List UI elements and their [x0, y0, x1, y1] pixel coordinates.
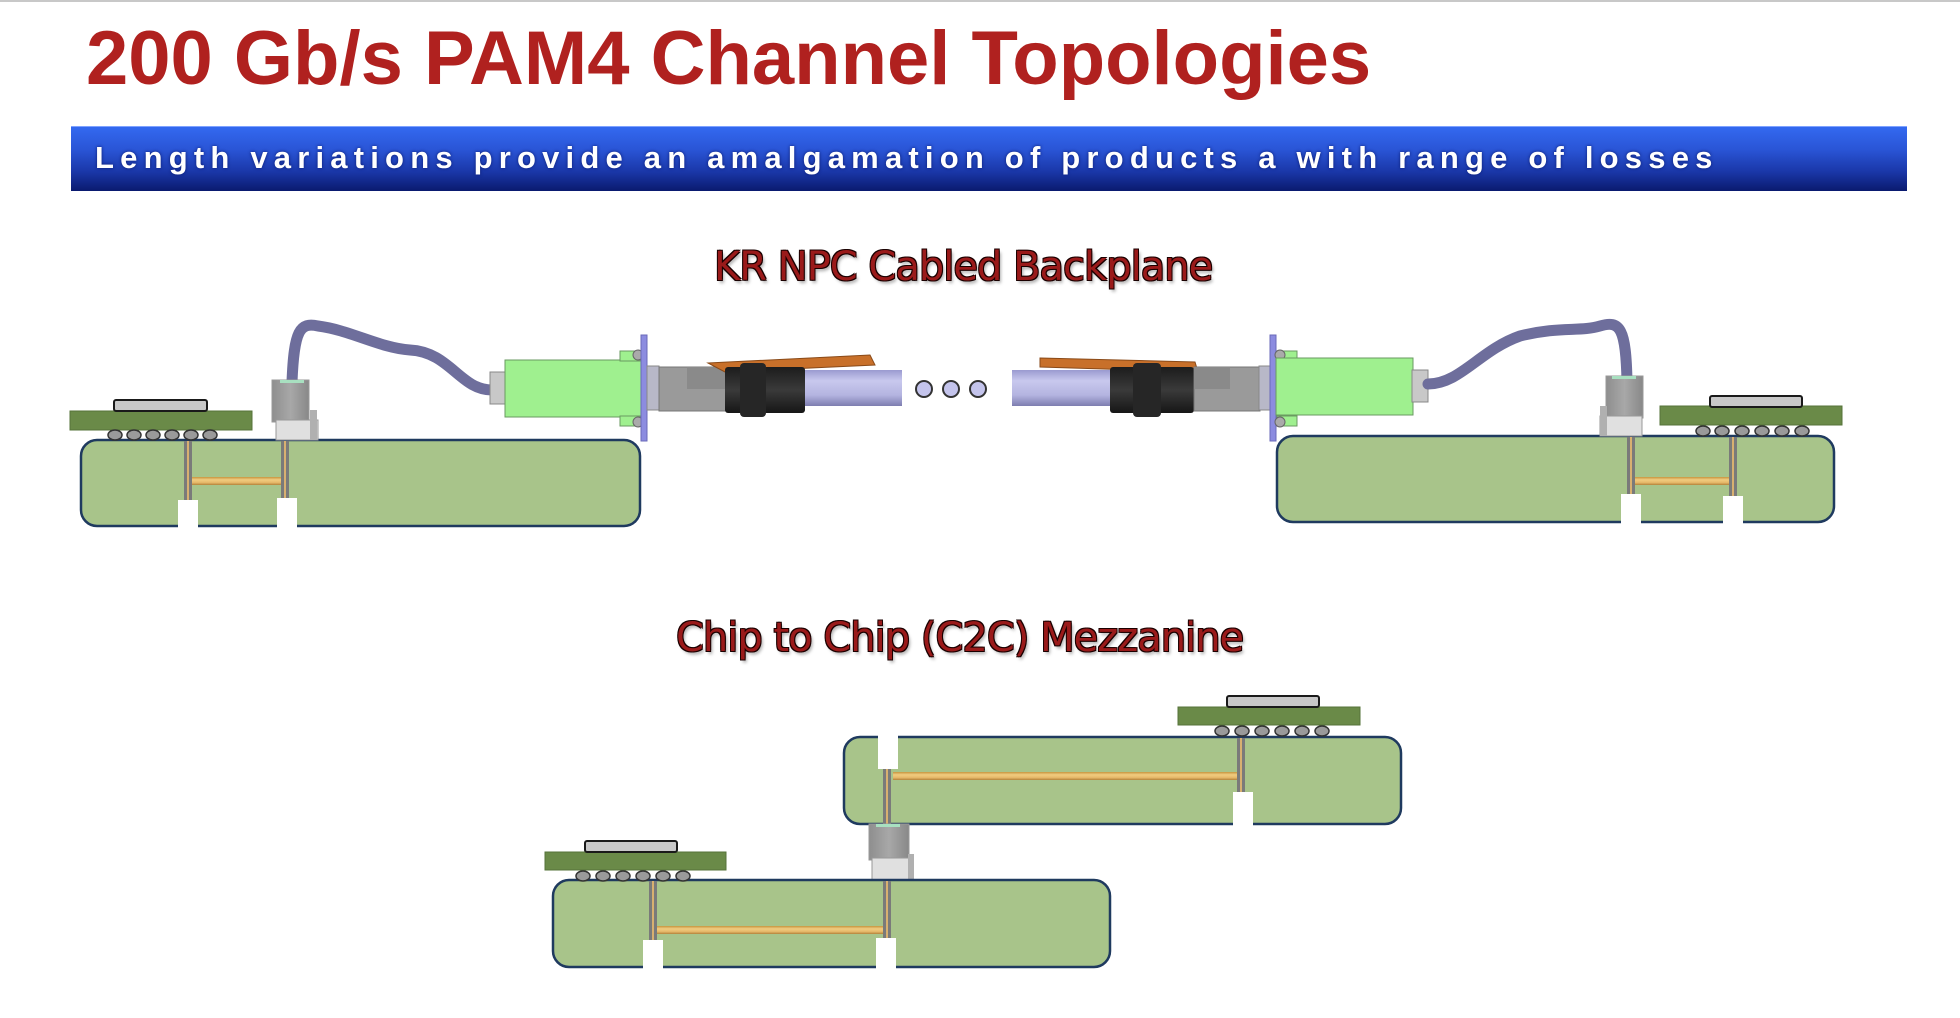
bga-package-left — [69, 410, 253, 431]
solder-ball — [675, 870, 691, 882]
solder-ball — [575, 870, 591, 882]
section-title-kr-npc: KR NPC Cabled Backplane — [714, 244, 1213, 290]
line-card-board-right — [1275, 434, 1836, 524]
solder-ball — [1234, 725, 1250, 737]
solder-ball — [635, 870, 651, 882]
backdrill-notch-left-2 — [277, 498, 297, 528]
via-core-right-2 — [1732, 437, 1734, 499]
solder-ball — [1754, 425, 1770, 437]
top-border-line — [0, 0, 1960, 2]
via-core-base-1 — [652, 881, 654, 941]
solder-ball — [164, 429, 180, 441]
solder-ball — [1294, 725, 1310, 737]
via-core-base-2 — [886, 881, 888, 939]
solder-ball — [1254, 725, 1270, 737]
solder-ball — [655, 870, 671, 882]
overmold-ring-right — [1133, 363, 1161, 417]
via-core-right-1 — [1630, 437, 1632, 497]
twinax-flyover-cable-right — [1422, 318, 1633, 390]
solder-ball — [1774, 425, 1790, 437]
line-card-board-left — [79, 438, 642, 528]
asic-chip-base — [584, 840, 678, 853]
mezzanine-board — [842, 735, 1403, 826]
via-core-mezz-1 — [886, 768, 888, 825]
backdrill-notch-base-1 — [643, 940, 663, 969]
solder-balls-left — [107, 429, 218, 441]
bulkhead-left — [640, 334, 648, 442]
overmold-ring-left — [740, 363, 766, 417]
solder-ball — [1695, 425, 1711, 437]
kr-left-assembly — [69, 319, 902, 528]
solder-ball — [1214, 725, 1230, 737]
near-package-connector-left — [271, 379, 319, 441]
backplane-connector-module-right — [1274, 349, 1429, 428]
bga-package-right — [1659, 405, 1843, 426]
pcb-trace-mezz — [893, 772, 1237, 780]
solder-ball — [615, 870, 631, 882]
cable-plug-right — [1193, 365, 1272, 412]
solder-ball — [1274, 725, 1290, 737]
solder-ball — [595, 870, 611, 882]
twinax-flyover-cable-left — [286, 319, 498, 396]
solder-ball — [183, 429, 199, 441]
ellipsis-dot — [969, 380, 987, 398]
ellipsis-dot — [915, 380, 933, 398]
section-title-c2c: Chip to Chip (C2C) Mezzanine — [676, 615, 1244, 661]
solder-balls-base — [575, 870, 691, 882]
via-core-mezz-2 — [1240, 738, 1242, 794]
backdrill-notch-base-2 — [876, 938, 896, 969]
solder-ball — [1734, 425, 1750, 437]
cable-plug-left — [646, 354, 876, 412]
solder-ball — [1714, 425, 1730, 437]
mezzanine-connector — [868, 823, 914, 881]
backdrill-notch-right-1 — [1621, 494, 1641, 524]
base-board — [551, 878, 1112, 969]
pcb-trace-left — [192, 477, 282, 485]
solder-ball — [202, 429, 218, 441]
backdrill-notch-right-2 — [1723, 496, 1743, 524]
backdrill-notch-left-1 — [178, 500, 198, 528]
backdrill-notch-mezz-2 — [1233, 792, 1253, 826]
solder-ball — [1794, 425, 1810, 437]
solder-ball — [145, 429, 161, 441]
backplane-connector-module-left — [489, 349, 644, 428]
pcb-trace-right — [1634, 477, 1730, 485]
subtitle-banner: Length variations provide an amalgamatio… — [71, 126, 1907, 191]
via-core-left-2 — [284, 441, 286, 501]
pcb-trace-base — [657, 926, 885, 934]
asic-chip-right — [1709, 395, 1803, 408]
via-core-left-1 — [187, 441, 189, 503]
ellipsis-dot — [942, 380, 960, 398]
c2c-assembly — [544, 695, 1403, 969]
slide-title: 200 Gb/s PAM4 Channel Topologies — [86, 16, 1372, 101]
backplane-cable-right — [1012, 370, 1112, 406]
backdrill-notch-mezz-1 — [878, 735, 898, 769]
solder-balls-mezz — [1214, 725, 1330, 737]
bulkhead-right — [1269, 334, 1277, 442]
solder-balls-right — [1695, 425, 1810, 437]
solder-ball — [107, 429, 123, 441]
asic-chip-left — [113, 399, 208, 412]
kr-right-assembly — [1012, 318, 1843, 524]
backplane-cable-left — [805, 370, 902, 406]
solder-ball — [126, 429, 142, 441]
near-package-connector-right — [1599, 375, 1644, 437]
bga-package-base — [544, 851, 727, 871]
continuation-dots — [915, 380, 987, 398]
solder-ball — [1314, 725, 1330, 737]
bga-package-mezz — [1177, 706, 1361, 726]
asic-chip-mezz — [1226, 695, 1320, 708]
banner-text: Length variations provide an amalgamatio… — [95, 140, 1719, 175]
